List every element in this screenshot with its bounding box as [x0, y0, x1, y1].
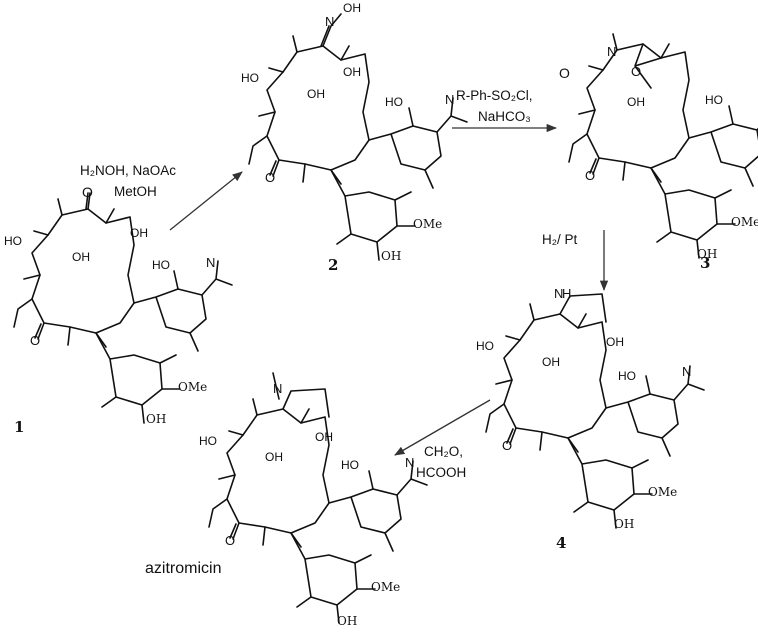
compound-number-3: 3 [700, 254, 710, 272]
atom-label-o: O [585, 168, 595, 183]
atom-label-noh: OH [343, 1, 361, 15]
reagent-line: MetOH [114, 184, 157, 199]
reagent-line: HCOOH [416, 465, 466, 480]
atom-label-n: N [273, 381, 282, 396]
atom-label-oh: OH [265, 450, 283, 464]
atom-label-oh: OH [697, 247, 717, 261]
atom-label-ome: OMe [648, 485, 677, 499]
atom-label-ho: HO [199, 434, 217, 448]
atom-label-nh: H [562, 286, 571, 301]
atom-label-ome: OMe [178, 380, 207, 394]
atom-label-oh: OH [381, 249, 401, 263]
compound-3-structure: N O O OH HO N O OMe OH [559, 33, 758, 261]
reagent-line: H₂/ Pt [542, 232, 577, 247]
atom-label-ho: HO [241, 71, 259, 85]
atom-label-n: N [206, 255, 215, 270]
reaction-arrow-4-to-azitromicin [394, 399, 491, 456]
reagents-step-3: H₂/ Pt [542, 232, 577, 247]
atom-label-o: O [225, 533, 235, 548]
atom-label-o: O [82, 184, 93, 200]
atom-label-ho: HO [4, 234, 22, 248]
atom-label-ho: HO [152, 258, 170, 272]
reagents-step-1: H₂NOH, NaOAc MetOH [80, 163, 176, 199]
atom-label-o: O [559, 65, 570, 81]
atom-label-oh: OH [72, 250, 90, 264]
atom-label-oh: OH [542, 355, 560, 369]
reagents-step-2: R-Ph-SO₂Cl, NaHCO₃ [456, 88, 533, 124]
atom-label-n: N [607, 44, 616, 59]
compound-4-structure: N H HO OH OH HO N O OMe OH [476, 286, 705, 531]
atom-label-oh: OH [130, 226, 148, 240]
compound-number-4: 4 [556, 534, 566, 552]
atom-label-oh: OH [614, 517, 634, 531]
atom-label-ho: HO [476, 339, 494, 353]
atom-label-o: O [265, 170, 275, 185]
atom-label-ome: OMe [413, 217, 442, 231]
atom-label-ome: OMe [371, 580, 400, 594]
atom-label-o: O [30, 333, 40, 348]
atom-label-oh: OH [627, 95, 645, 109]
atom-label-n: N [405, 455, 414, 470]
reagent-line: H₂NOH, NaOAc [80, 163, 176, 178]
atom-label-n: N [682, 364, 691, 379]
atom-label-ho: HO [341, 458, 359, 472]
compound-azitromicin-structure: N HO OH OH HO N O OMe OH [199, 372, 428, 628]
atom-label-ho: HO [705, 93, 723, 107]
atom-label-ho: HO [618, 369, 636, 383]
atom-label-ome: OMe [731, 215, 758, 229]
reaction-arrow-1-to-2 [169, 171, 243, 231]
compound-2-structure: N OH HO OH OH HO N O OMe OH [241, 1, 468, 263]
compound-number-1: 1 [14, 418, 24, 436]
atom-label-n: N [325, 14, 334, 29]
reagent-line: CH₂O, [424, 444, 463, 459]
atom-label-oh: OH [343, 65, 361, 79]
atom-label-oh: OH [315, 430, 333, 444]
atom-label-o: O [631, 64, 641, 79]
compound-name-azitromicin: azitromicin [145, 560, 221, 577]
atom-label-oh: OH [337, 614, 357, 628]
atom-label-ho: HO [385, 95, 403, 109]
reagents-step-4: CH₂O, HCOOH [416, 444, 466, 480]
atom-label-oh: OH [606, 335, 624, 349]
atom-label-oh: OH [307, 87, 325, 101]
compound-number-2: 2 [328, 256, 338, 274]
atom-label-oh: OH [146, 412, 166, 426]
compound-1-structure: O HO OH OH HO N O OMe OH [4, 184, 233, 426]
atom-label-n: N [554, 286, 563, 301]
reagent-line: R-Ph-SO₂Cl, [456, 88, 533, 103]
atom-label-n: N [445, 92, 454, 107]
atom-label-o: O [502, 438, 512, 453]
reagent-line: NaHCO₃ [478, 109, 531, 124]
